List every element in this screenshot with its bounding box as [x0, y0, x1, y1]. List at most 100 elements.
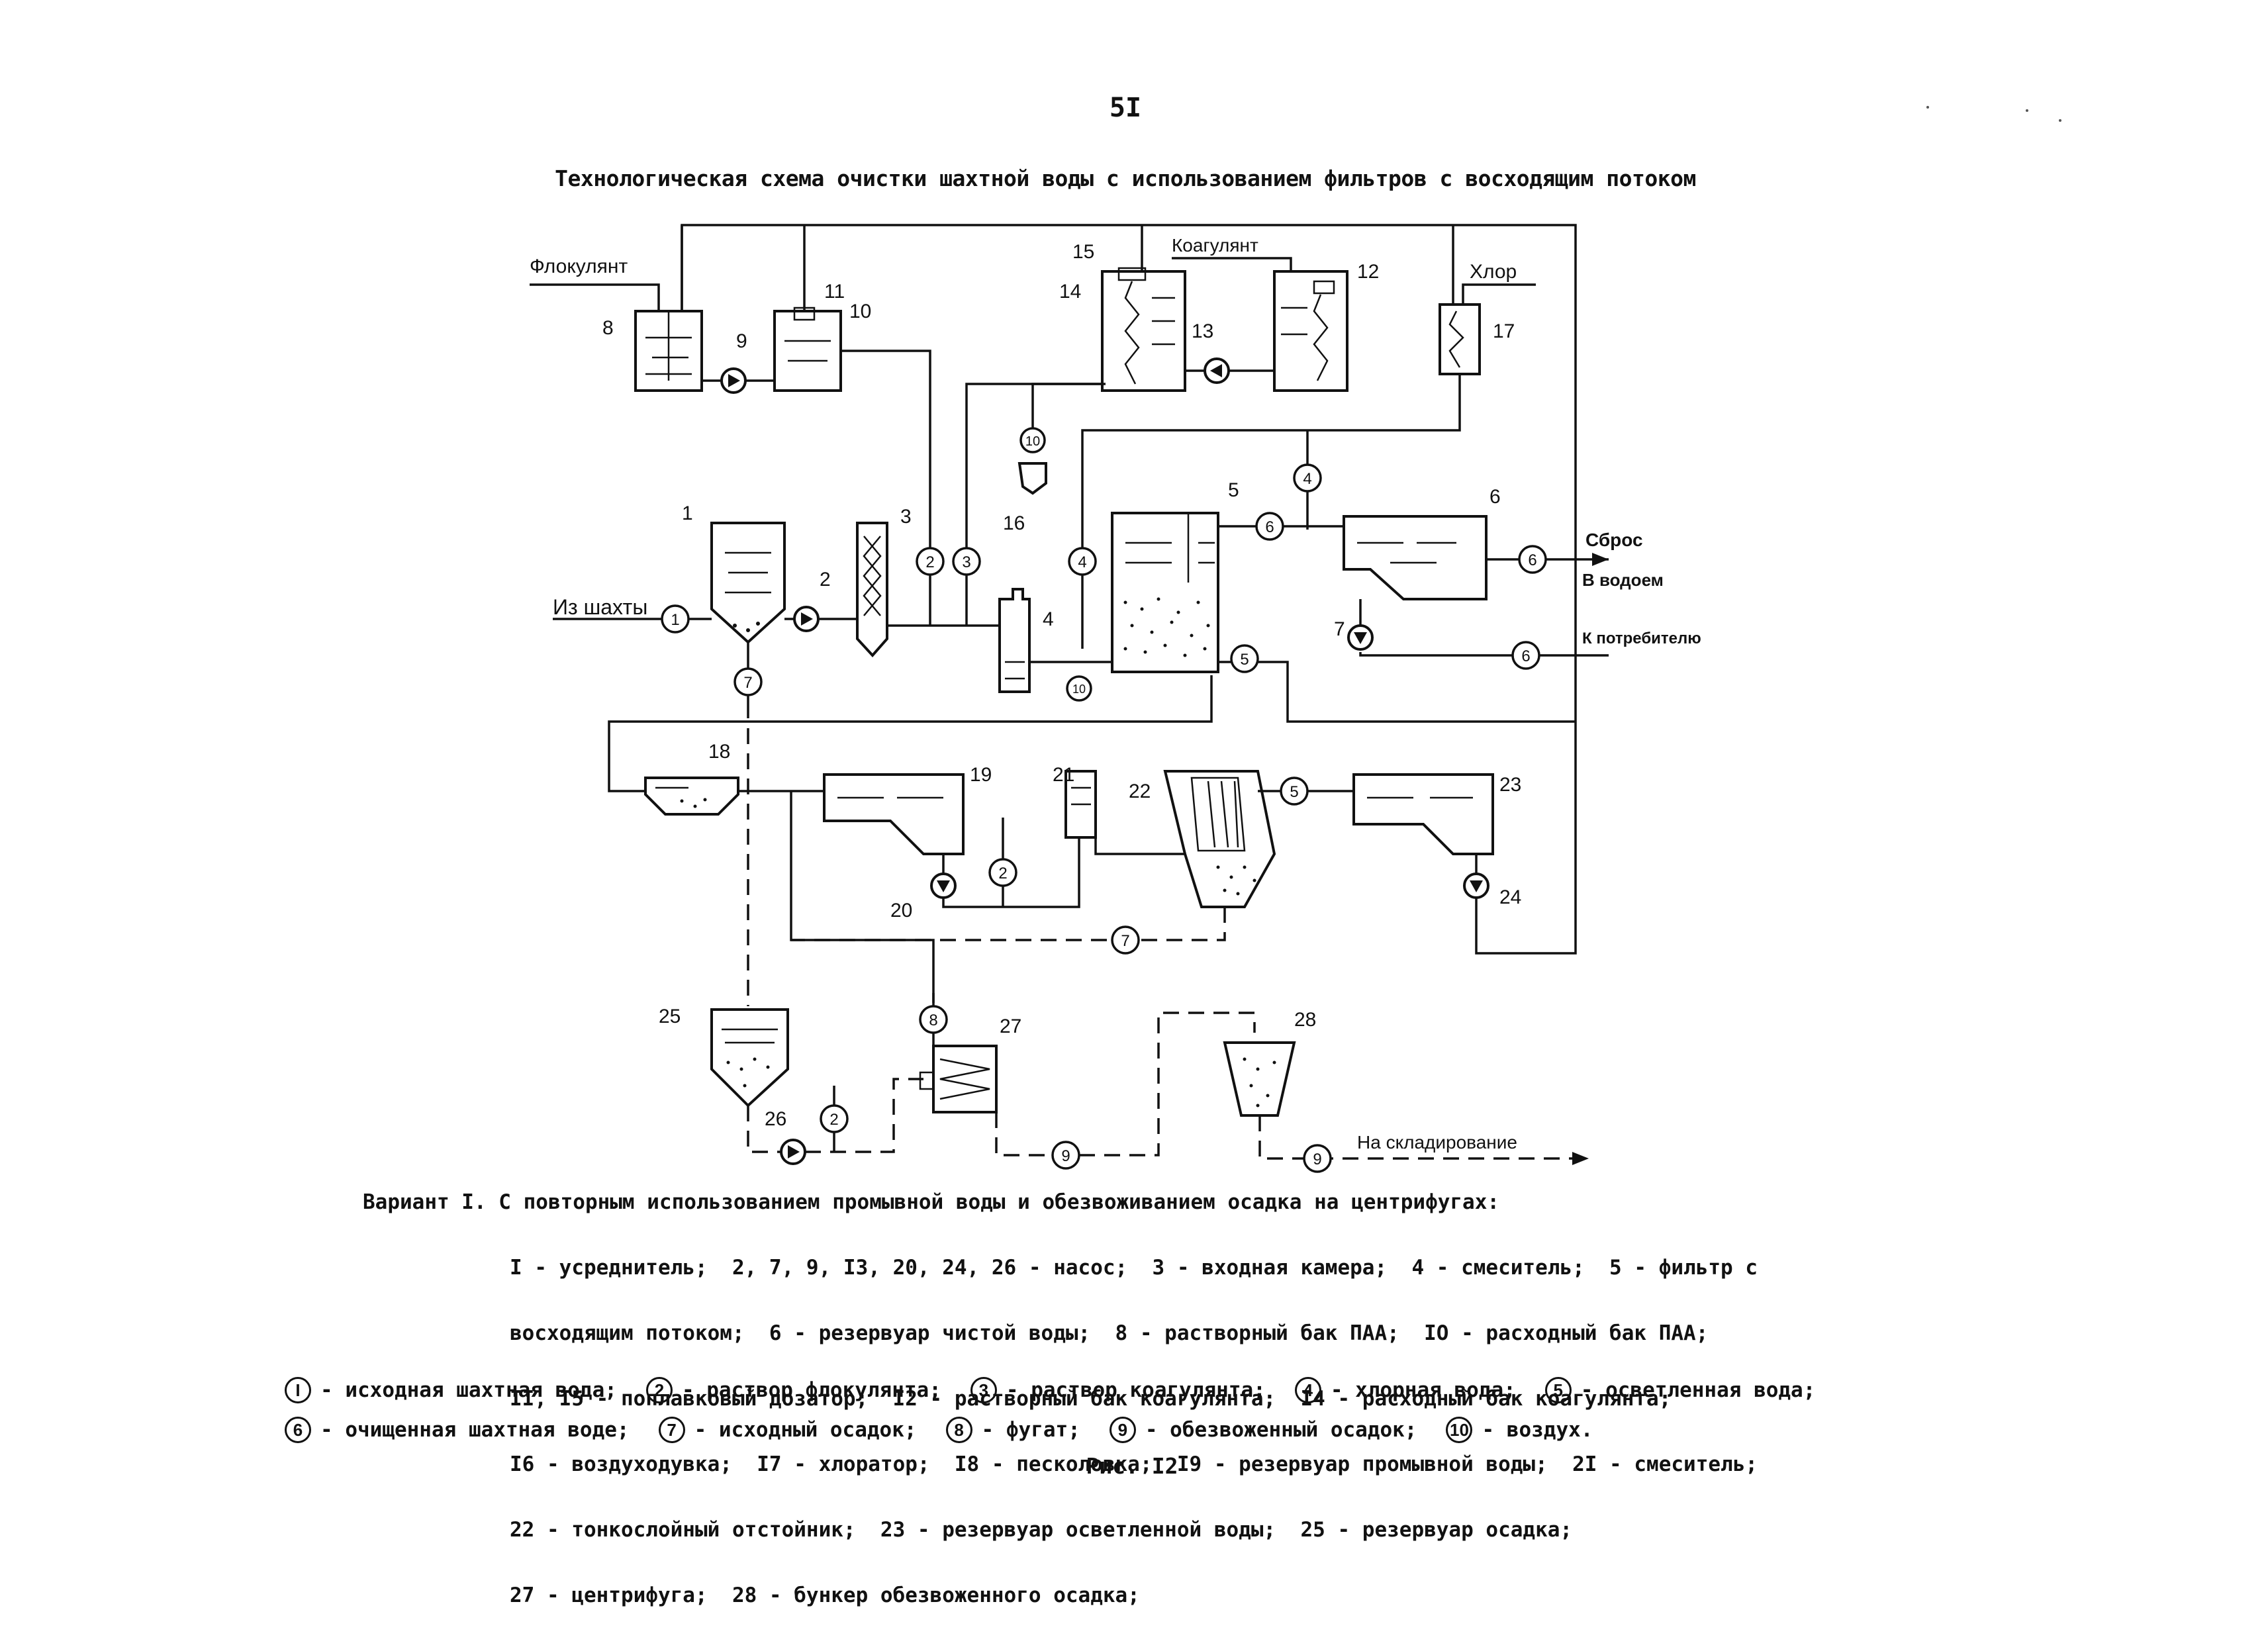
unit-17-chlorinator	[1439, 303, 1481, 375]
legend-text: - воздух.	[1482, 1418, 1593, 1442]
unit-label: 18	[708, 741, 730, 763]
unit-16-air-blower	[1017, 462, 1047, 495]
stream-tag: 10	[1025, 434, 1040, 449]
page-number: 5I	[1109, 93, 1142, 123]
unit-label: 15	[1072, 241, 1094, 263]
legend-text: - исходный осадок;	[694, 1418, 917, 1442]
unit-15-float-doser	[1117, 267, 1147, 281]
chlorine-label: Хлор	[1470, 261, 1517, 283]
stream-tags: 1 2 3 4 4 5 6 6 6 7 2 5 7 8 2 9 9 10 10	[661, 434, 1547, 1173]
unit-label: 7	[1334, 618, 1345, 640]
unit-label: 6	[1489, 486, 1501, 508]
legend-number: I	[285, 1377, 311, 1403]
unit-label: 3	[900, 506, 912, 528]
stream-tag: 7	[743, 674, 752, 692]
legend-item: 2- раствор флокулянта;	[645, 1370, 941, 1410]
unit-1-equalizer	[710, 522, 786, 644]
water-body-label: В водоем	[1582, 570, 1664, 590]
unit-label: 27	[1000, 1015, 1021, 1037]
diagram-title: Технологическая схема очистки шахтной во…	[555, 165, 1696, 191]
caption-line: 22 - тонкослойный отстойник; 23 - резерв…	[510, 1518, 1573, 1542]
unit-number-labels: 1 2 3 4 5 6 7 8 9 10 11 12 13 14 15 16 1…	[602, 241, 1521, 1130]
stream-tag: 6	[1528, 551, 1536, 569]
legend-number: 6	[285, 1417, 311, 1443]
stream-tag: 2	[998, 865, 1007, 882]
scan-speck	[2026, 109, 2028, 112]
legend-number: 8	[945, 1417, 972, 1443]
legend-number: 10	[1446, 1417, 1473, 1443]
stream-tag: 5	[1240, 651, 1249, 669]
consumer-label: К потребителю	[1582, 630, 1701, 647]
figure-label: Рис. I2	[1086, 1453, 1178, 1479]
unit-label: 19	[970, 764, 992, 786]
legend-number: 4	[1294, 1377, 1321, 1403]
unit-label: 28	[1294, 1009, 1316, 1031]
unit-4-mixer	[998, 588, 1031, 693]
caption-line: I6 - воздуходувка; I7 - хлоратор; I8 - п…	[510, 1452, 1758, 1476]
caption-line: восходящим потоком; 6 - резервуар чистой…	[510, 1321, 1709, 1345]
unit-label: 10	[849, 301, 871, 322]
legend-text: - фугат;	[981, 1418, 1080, 1442]
legend-item: 10 - воздух.	[1446, 1410, 1593, 1450]
unit-label: 26	[765, 1108, 786, 1130]
unit-label: 13	[1192, 320, 1213, 342]
unit-3-inlet-chamber	[856, 522, 888, 657]
unit-19-wash-water-reservoir	[823, 773, 965, 855]
from-mine-label: Из шахты	[553, 595, 647, 619]
legend-text: - обезвоженный осадок;	[1145, 1418, 1417, 1442]
scanned-page: 5I Технологическая схема очистки шахтной…	[285, 93, 2204, 1607]
scan-speck	[2059, 119, 2061, 122]
unit-label: 22	[1129, 780, 1151, 802]
legend-text: - раствор флокулянта;	[681, 1378, 941, 1402]
stream-tag: 2	[925, 553, 934, 571]
unit-22-thin-layer-settler	[1163, 770, 1276, 908]
filter-media	[1123, 597, 1210, 657]
stream-tag: 2	[829, 1111, 838, 1129]
flocculant-label: Флокулянт	[530, 256, 628, 277]
legend-text: - исходная шахтная вода;	[320, 1378, 617, 1402]
legend-row-1: I - исходная шахтная вода; 2- раствор фло…	[285, 1370, 2204, 1410]
caption-line: II, I5 - поплавковый дозатор; I2 - раств…	[510, 1387, 1672, 1411]
stream-tag: 6	[1265, 518, 1274, 536]
variant-line: Вариант I. С повторным использованием пр…	[363, 1190, 1500, 1214]
legend-text: - осветленная вода;	[1580, 1378, 1816, 1402]
legend-item: 9 - обезвоженный осадок;	[1109, 1410, 1417, 1450]
legend-row-2: 6 - очищенная шахтная воде; 7- исходный о…	[285, 1410, 2204, 1450]
unit-28-dewatered-sludge-bunker	[1223, 1041, 1296, 1117]
scan-speck	[1926, 106, 1929, 109]
legend-number: 3	[970, 1377, 997, 1403]
unit-label: 11	[824, 281, 845, 303]
stream-legend: I - исходная шахтная вода; 2- раствор фло…	[285, 1370, 2204, 1450]
stream-tag: 10	[1072, 683, 1086, 696]
unit-label: 4	[1043, 608, 1054, 630]
legend-text: - раствор коагулянта;	[1006, 1378, 1266, 1402]
legend-item: 7- исходный осадок;	[658, 1410, 917, 1450]
stream-tag: 5	[1290, 783, 1298, 801]
coagulant-label: Коагулянт	[1172, 235, 1258, 256]
legend-number: 9	[1109, 1417, 1136, 1443]
legend-item: 6 - очищенная шахтная воде;	[285, 1410, 630, 1450]
caption-line: 27 - центрифуга; 28 - бункер обезвоженно…	[510, 1583, 1140, 1607]
legend-item: 5 - осветленная вода;	[1544, 1370, 1816, 1410]
unit-14-coagulant-service-tank	[1101, 270, 1186, 392]
stream-tag: 9	[1313, 1151, 1321, 1168]
process-flow-diagram: Флокулянт Коагулянт	[530, 224, 1701, 1173]
unit-23-clarified-water-reservoir	[1352, 773, 1494, 855]
unit-label: 17	[1493, 320, 1515, 342]
legend-text: - очищенная шахтная воде;	[320, 1418, 630, 1442]
unit-label: 14	[1059, 281, 1081, 303]
stream-tag: 6	[1521, 647, 1530, 665]
unit-label: 12	[1357, 261, 1379, 283]
unit-label: 5	[1228, 479, 1239, 501]
stream-tag: 9	[1061, 1147, 1070, 1165]
stream-tag: 4	[1303, 470, 1311, 488]
legend-number: 5	[1544, 1377, 1572, 1403]
unit-label: 8	[602, 317, 614, 339]
flocculant-line	[530, 283, 660, 311]
stream-tag: 7	[1121, 932, 1129, 950]
unit-label: 20	[890, 900, 912, 921]
stream-tag: 4	[1078, 553, 1086, 571]
discharge-label: Сброс	[1585, 530, 1643, 550]
legend-item: 3 - раствор коагулянта;	[970, 1370, 1266, 1410]
unit-label: 23	[1499, 774, 1521, 796]
